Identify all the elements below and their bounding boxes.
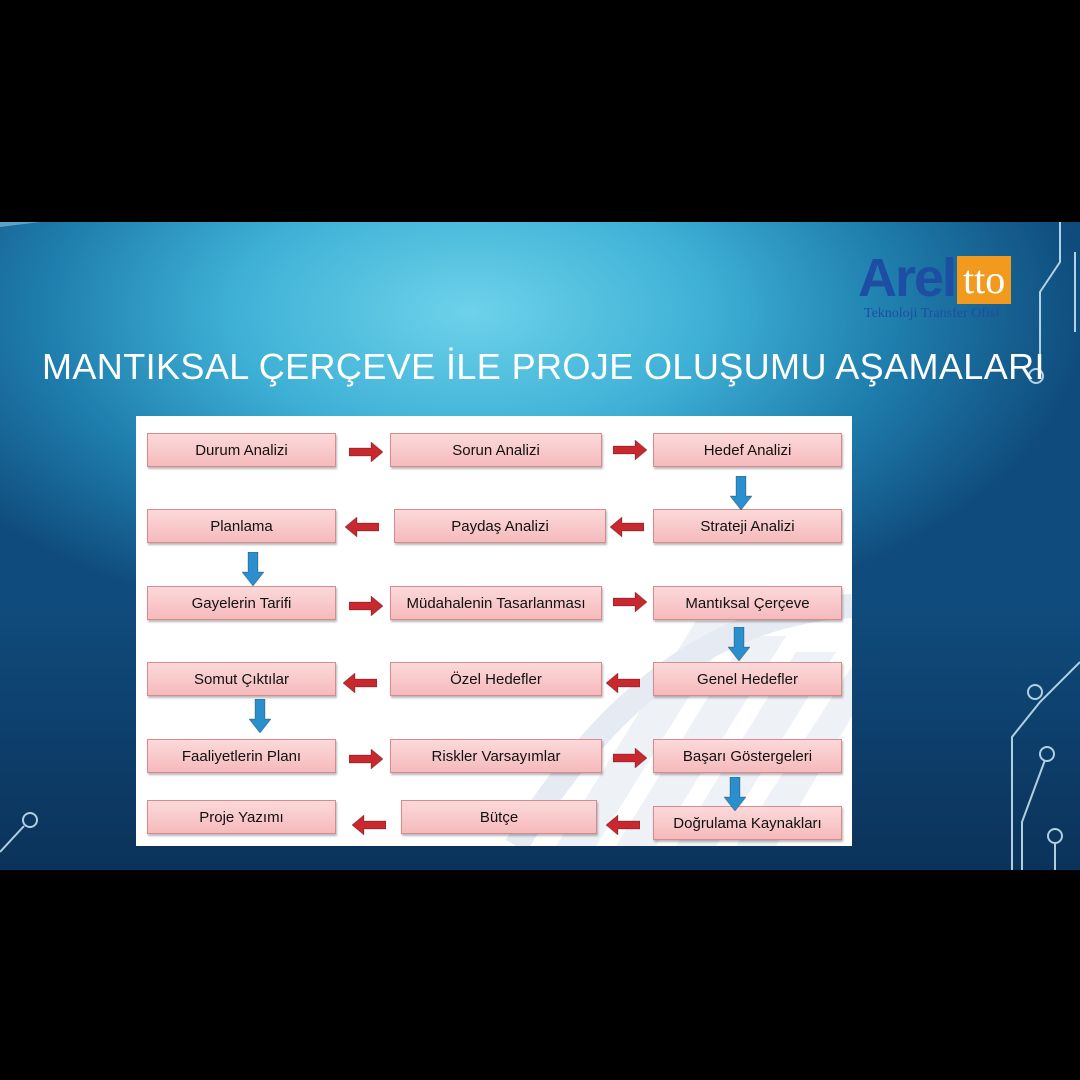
flow-node-7: Gayelerin Tarifi <box>147 586 336 620</box>
flow-node-16: Doğrulama Kaynakları <box>653 806 842 840</box>
arrow-down-icon <box>724 777 746 811</box>
flow-node-1: Durum Analizi <box>147 433 336 467</box>
flow-node-3: Hedef Analizi <box>653 433 842 467</box>
arrow-down-icon <box>728 627 750 661</box>
flow-node-10: Genel Hedefler <box>653 662 842 696</box>
flow-node-2: Sorun Analizi <box>390 433 602 467</box>
slide: Arel tto Teknoloji Transfer Ofisi MANTIK… <box>0 222 1080 870</box>
arrow-left-icon <box>345 517 379 537</box>
flow-node-15: Başarı Göstergeleri <box>653 739 842 773</box>
areltto-logo: Arel tto Teknoloji Transfer Ofisi <box>858 248 1012 322</box>
arrow-down-icon <box>249 699 271 733</box>
circuit-decoration <box>0 222 1080 870</box>
logo-subtitle: Teknoloji Transfer Ofisi <box>864 306 1000 321</box>
arrow-left-icon <box>610 517 644 537</box>
flow-node-14: Riskler Varsayımlar <box>390 739 602 773</box>
arrow-right-icon <box>613 748 647 768</box>
flow-node-18: Proje Yazımı <box>147 800 336 834</box>
flow-node-5: Paydaş Analizi <box>394 509 606 543</box>
flow-node-13: Faaliyetlerin Planı <box>147 739 336 773</box>
arrow-right-icon <box>349 442 383 462</box>
flow-node-4: Strateji Analizi <box>653 509 842 543</box>
arrow-left-icon <box>606 815 640 835</box>
arrow-right-icon <box>349 596 383 616</box>
arrow-down-icon <box>242 552 264 586</box>
flow-node-11: Özel Hedefler <box>390 662 602 696</box>
arrow-right-icon <box>613 440 647 460</box>
slide-title: MANTIKSAL ÇERÇEVE İLE PROJE OLUŞUMU AŞAM… <box>42 346 1045 387</box>
arrow-left-icon <box>606 673 640 693</box>
logo-badge: tto <box>957 256 1012 304</box>
arrow-right-icon <box>613 592 647 612</box>
flow-node-9: Mantıksal Çerçeve <box>653 586 842 620</box>
flow-node-17: Bütçe <box>401 800 597 834</box>
flow-node-12: Somut Çıktılar <box>147 662 336 696</box>
arrow-left-icon <box>343 673 377 693</box>
arrow-left-icon <box>352 815 386 835</box>
flow-node-8: Müdahalenin Tasarlanması <box>390 586 602 620</box>
flow-node-6: Planlama <box>147 509 336 543</box>
logo-brand-text: Arel <box>858 248 957 308</box>
arrow-down-icon <box>730 476 752 510</box>
arrow-right-icon <box>349 749 383 769</box>
